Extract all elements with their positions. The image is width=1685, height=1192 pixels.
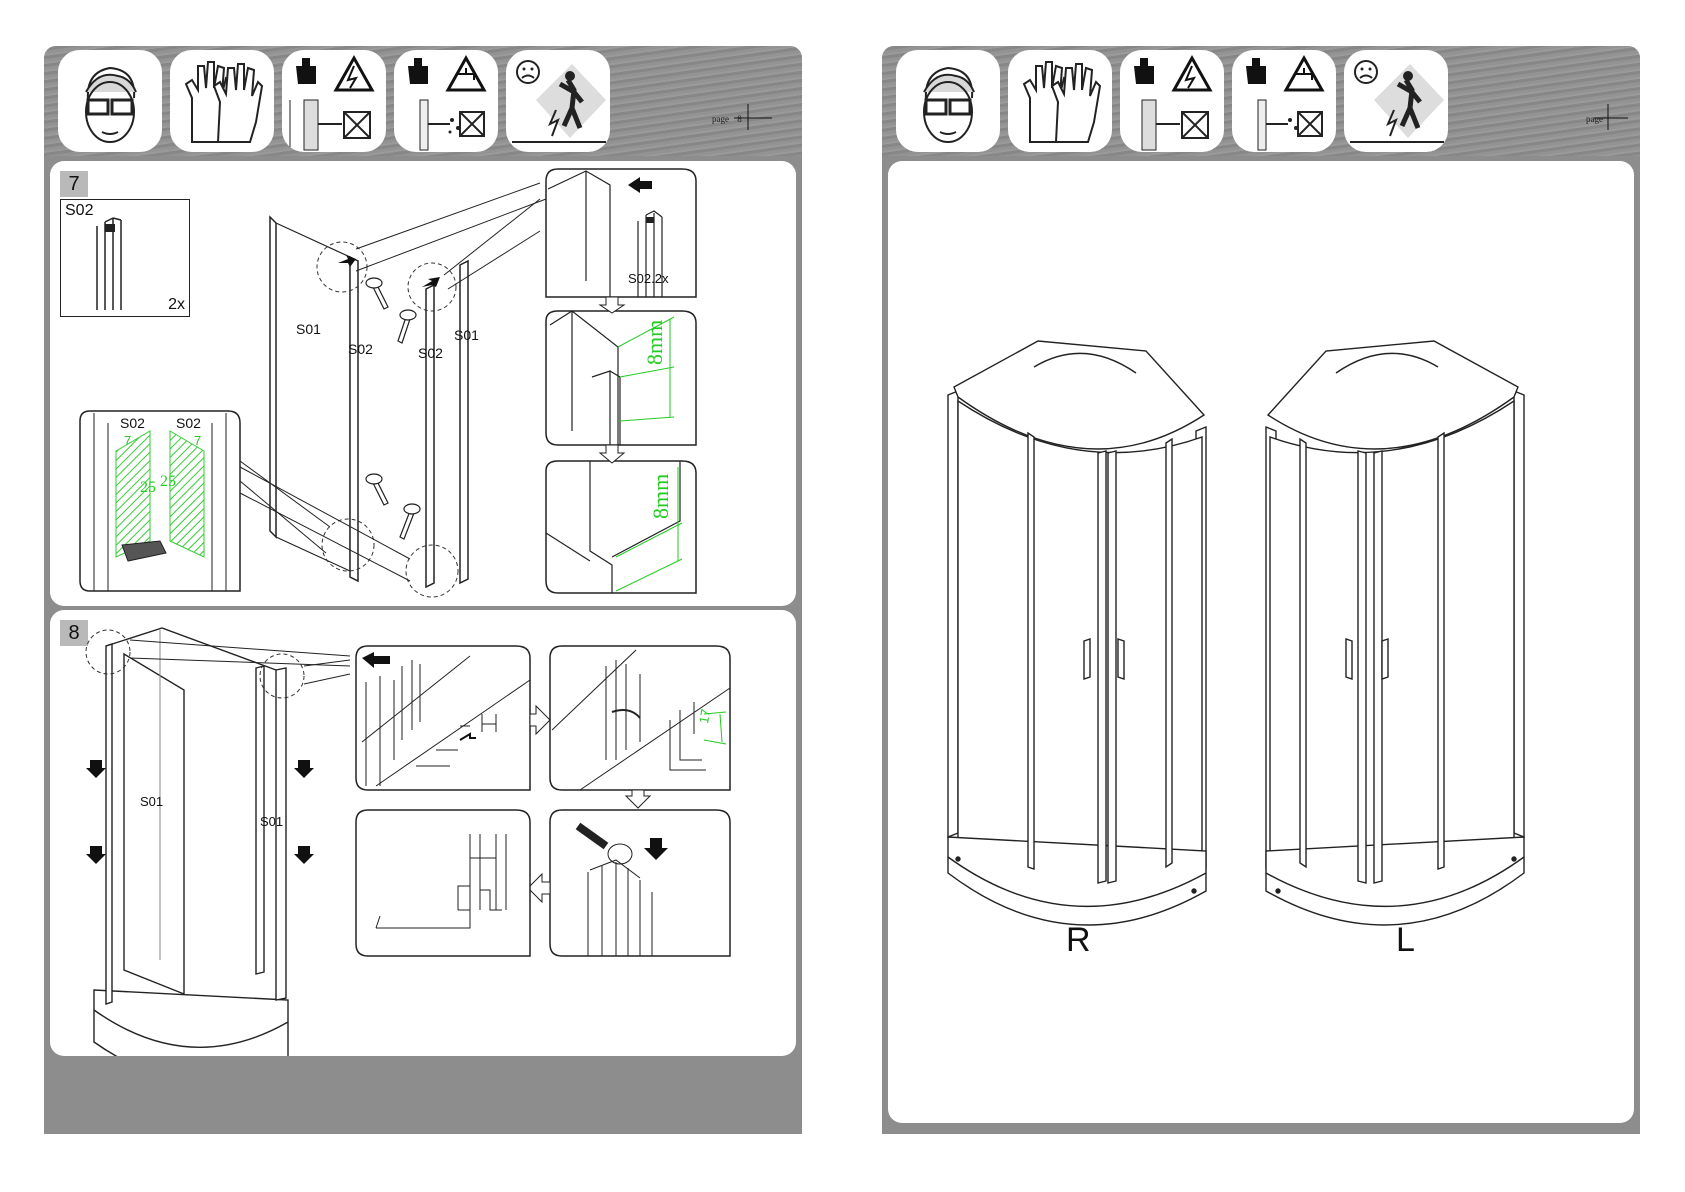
no-dropping-icon	[506, 50, 610, 152]
step8-label-s01-left: S01	[140, 794, 163, 809]
electrical-hazard-icon	[1120, 50, 1224, 152]
gloves-icon	[170, 50, 274, 152]
water-hazard-icon	[394, 50, 498, 152]
label-s01-left: S01	[296, 321, 321, 337]
no-dropping-icon	[1344, 50, 1448, 152]
instruction-sheet-left: page 8 7 S02 2x	[44, 46, 802, 1134]
enclosure-right-drawing	[948, 341, 1206, 925]
shower-enclosure-drawings	[888, 161, 1634, 1123]
page-marker-lines	[734, 102, 774, 132]
variant-label-left: L	[1396, 921, 1415, 960]
step8-dimension-17: 17	[696, 708, 713, 725]
safety-icon-row	[58, 50, 610, 152]
cut-dim-7-right: 7	[194, 433, 201, 448]
detail-top-label: S02.2x	[628, 271, 668, 286]
step-7-panel: 7 S02 2x	[50, 161, 796, 606]
label-s02-left: S02	[348, 341, 373, 357]
dimension-8mm-upper: 8mm	[642, 320, 668, 365]
water-hazard-icon	[1232, 50, 1336, 152]
variant-label-right: R	[1066, 921, 1091, 960]
gloves-icon	[1008, 50, 1112, 152]
step-8-assembly-drawing	[50, 610, 796, 1056]
page-marker-lines	[1594, 102, 1634, 132]
page-label: page	[712, 114, 729, 124]
dimension-8mm-lower: 8mm	[648, 474, 674, 519]
cut-dim-25-right: 25	[160, 473, 176, 491]
instruction-sheet-right: page	[882, 46, 1640, 1134]
cut-label-s02-right: S02	[176, 415, 201, 431]
safety-icon-row	[896, 50, 1448, 152]
label-s02-right: S02	[418, 345, 443, 361]
goggles-icon	[896, 50, 1000, 152]
cut-dim-7-left: 7	[124, 433, 131, 448]
step-8-panel: 8	[50, 610, 796, 1056]
label-s01-right: S01	[454, 327, 479, 343]
cut-label-s02-left: S02	[120, 415, 145, 431]
orientation-panel: R L	[888, 161, 1634, 1123]
step8-label-s01-right: S01	[260, 814, 283, 829]
goggles-icon	[58, 50, 162, 152]
cut-dim-25-left: 25	[140, 479, 156, 497]
enclosure-left-drawing	[1266, 341, 1524, 925]
electrical-hazard-icon	[282, 50, 386, 152]
step-7-assembly-drawing	[50, 161, 796, 606]
